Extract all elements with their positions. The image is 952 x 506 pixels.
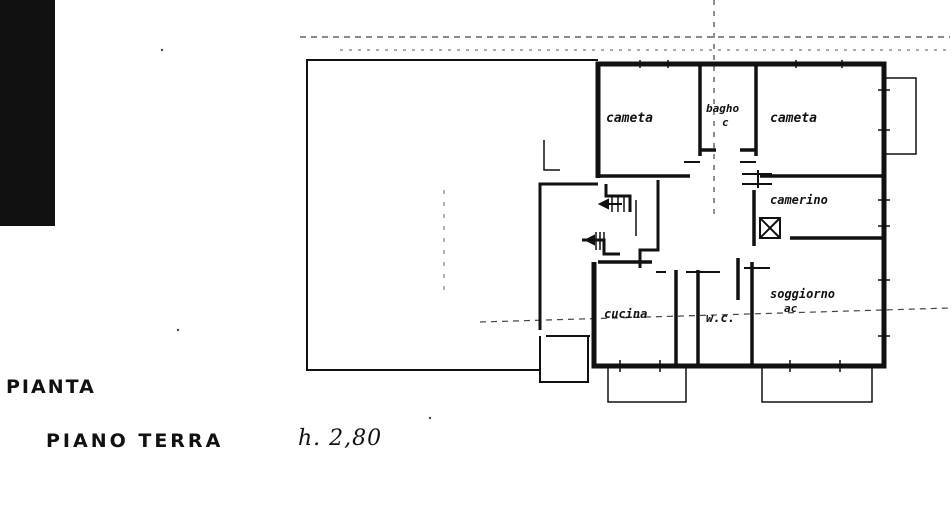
stray-dot bbox=[176, 328, 180, 332]
plan-title: PIANTA bbox=[6, 376, 96, 398]
door-marks bbox=[656, 161, 772, 273]
lot-outline bbox=[306, 59, 598, 371]
room-label-bagno: bagho bbox=[706, 102, 739, 115]
stray-dot bbox=[160, 48, 164, 52]
left-black-band bbox=[0, 0, 55, 226]
stray-dot bbox=[428, 416, 432, 420]
interior-walls bbox=[598, 64, 917, 366]
window-marks bbox=[619, 60, 890, 372]
house-outer-walls bbox=[591, 61, 887, 369]
room-label-soggiorno: soggiorno bbox=[770, 287, 835, 301]
camerino-box bbox=[759, 217, 781, 239]
room-label-camera-right: cameta bbox=[770, 111, 817, 126]
room-label-wc: w.c. bbox=[706, 311, 735, 325]
floor-name: PIANO TERRA bbox=[46, 430, 224, 452]
room-label-camerino: camerino bbox=[770, 193, 828, 207]
stair-block bbox=[538, 180, 660, 383]
room-label-soggiorno-suffix: ac bbox=[784, 302, 798, 315]
room-label-bagno-suffix: c bbox=[722, 116, 729, 129]
room-label-camera-left: cameta bbox=[606, 111, 653, 126]
mid-dashed-line bbox=[479, 307, 951, 323]
bottom-porches bbox=[607, 366, 873, 403]
ceiling-height: h. 2,80 bbox=[298, 426, 383, 451]
room-label-cucina: cucina bbox=[604, 307, 647, 321]
stair-treads bbox=[595, 196, 637, 250]
yard-walls bbox=[543, 140, 560, 171]
